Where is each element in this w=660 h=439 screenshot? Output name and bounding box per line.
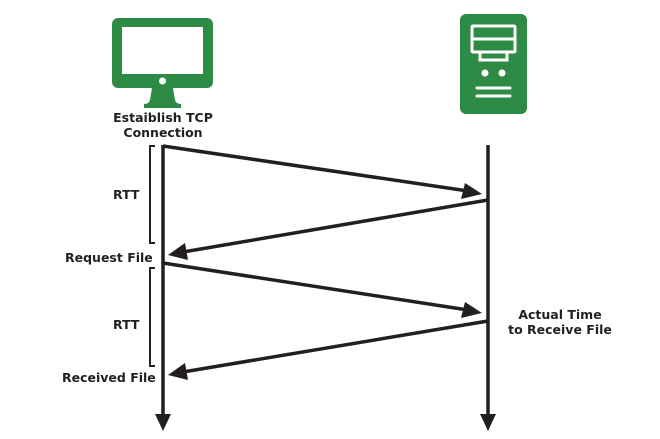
rtt-label-1: RTT [113,187,140,202]
message-1 [162,144,482,199]
actual-time-line2: to Receive File [508,322,612,337]
rtt-bracket-2 [149,267,155,367]
message-3 [162,261,482,318]
request-file-label: Request File [65,250,153,265]
client-lifeline-arrowhead [155,414,171,431]
client-label-line1: Estaiblish TCP [113,110,213,125]
actual-time-label: Actual Time to Receive File [500,307,620,337]
message-2 [168,198,489,260]
server-lifeline-arrowhead [480,414,496,431]
received-file-label: Received File [62,370,156,385]
message-4 [168,319,489,380]
rtt-bracket-1 [149,145,155,244]
actual-time-line1: Actual Time [518,307,602,322]
client-label: Estaiblish TCP Connection [108,110,218,140]
client-label-line2: Connection [123,125,203,140]
monitor-icon [112,18,213,108]
rtt-label-2: RTT [113,317,140,332]
server-icon [460,14,527,114]
